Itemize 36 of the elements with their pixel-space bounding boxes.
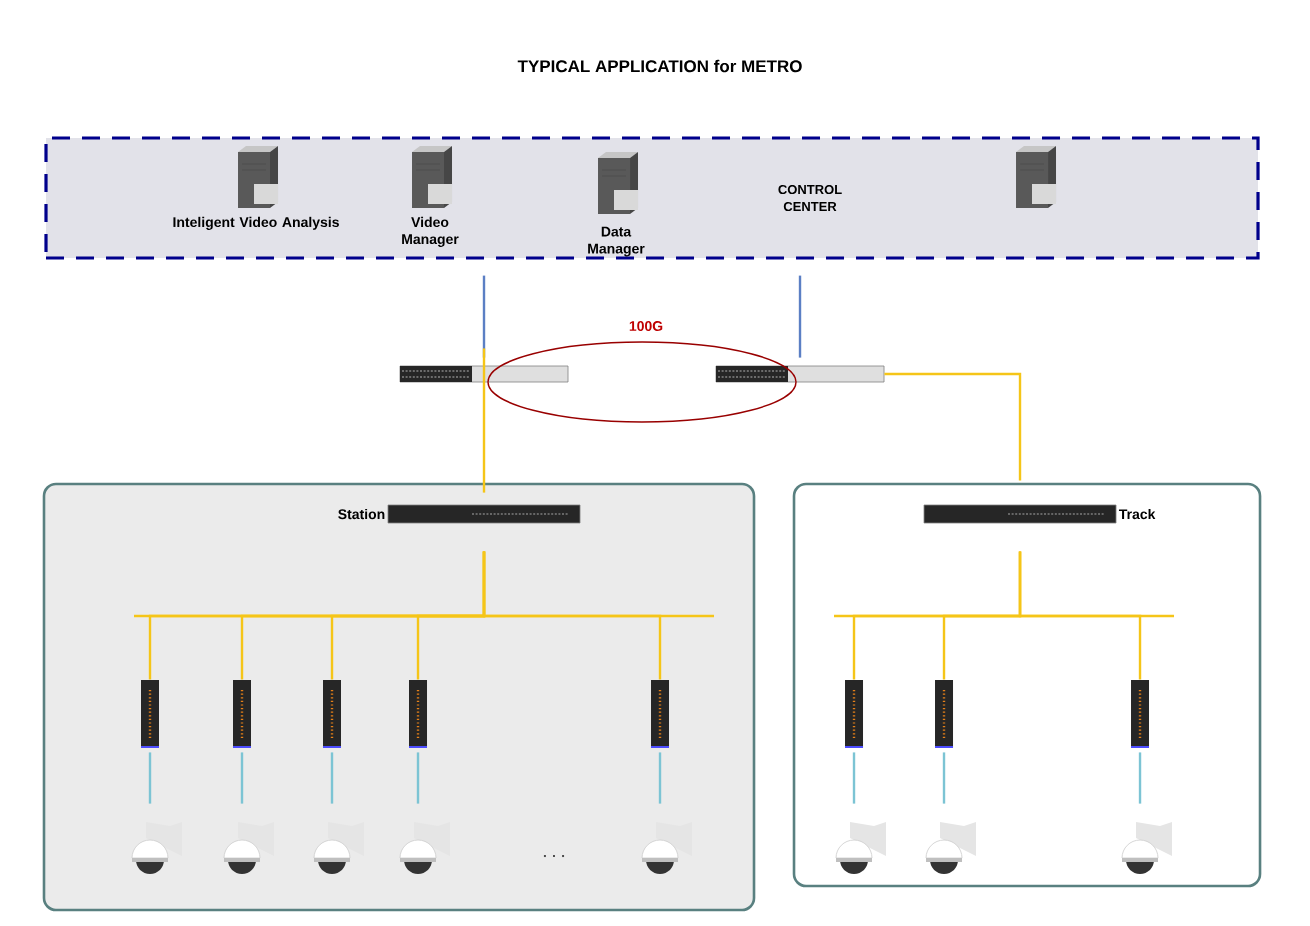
access-switch-icon <box>651 680 669 748</box>
connection-line <box>798 275 802 358</box>
network-switch-icon <box>399 365 569 383</box>
connection-line <box>1138 752 1142 804</box>
server-icon <box>1016 146 1056 208</box>
access-switch-icon <box>845 680 863 748</box>
connection-line <box>240 752 244 804</box>
dome-camera-icon <box>925 822 976 874</box>
access-switch-icon <box>141 680 159 748</box>
access-switch-icon <box>409 680 427 748</box>
connection-line <box>482 551 662 680</box>
access-switch-icon <box>323 680 341 748</box>
connection-line <box>330 752 334 804</box>
area-box <box>792 482 1262 888</box>
access-switch-icon <box>1131 680 1149 748</box>
dome-camera-icon <box>131 822 182 874</box>
access-switch-icon <box>935 680 953 748</box>
area-box <box>42 482 756 912</box>
access-switch-icon <box>233 680 251 748</box>
dome-camera-icon <box>223 822 274 874</box>
connection-line <box>884 372 1022 481</box>
network-switch-icon <box>715 365 885 383</box>
title: TYPICAL APPLICATION for METRO <box>517 59 802 73</box>
dome-camera-icon <box>835 822 886 874</box>
dome-camera-icon <box>313 822 364 874</box>
dome-camera-icon <box>1121 822 1172 874</box>
connection-line <box>658 752 662 804</box>
connection-line <box>482 348 486 493</box>
connection-line <box>1018 551 1142 680</box>
connection-line <box>416 752 420 804</box>
dome-camera-icon <box>399 822 450 874</box>
link-ellipse <box>487 341 797 423</box>
dome-camera-icon <box>641 822 692 874</box>
connection-line <box>942 752 946 804</box>
connection-line <box>148 752 152 804</box>
connection-line <box>852 752 856 804</box>
